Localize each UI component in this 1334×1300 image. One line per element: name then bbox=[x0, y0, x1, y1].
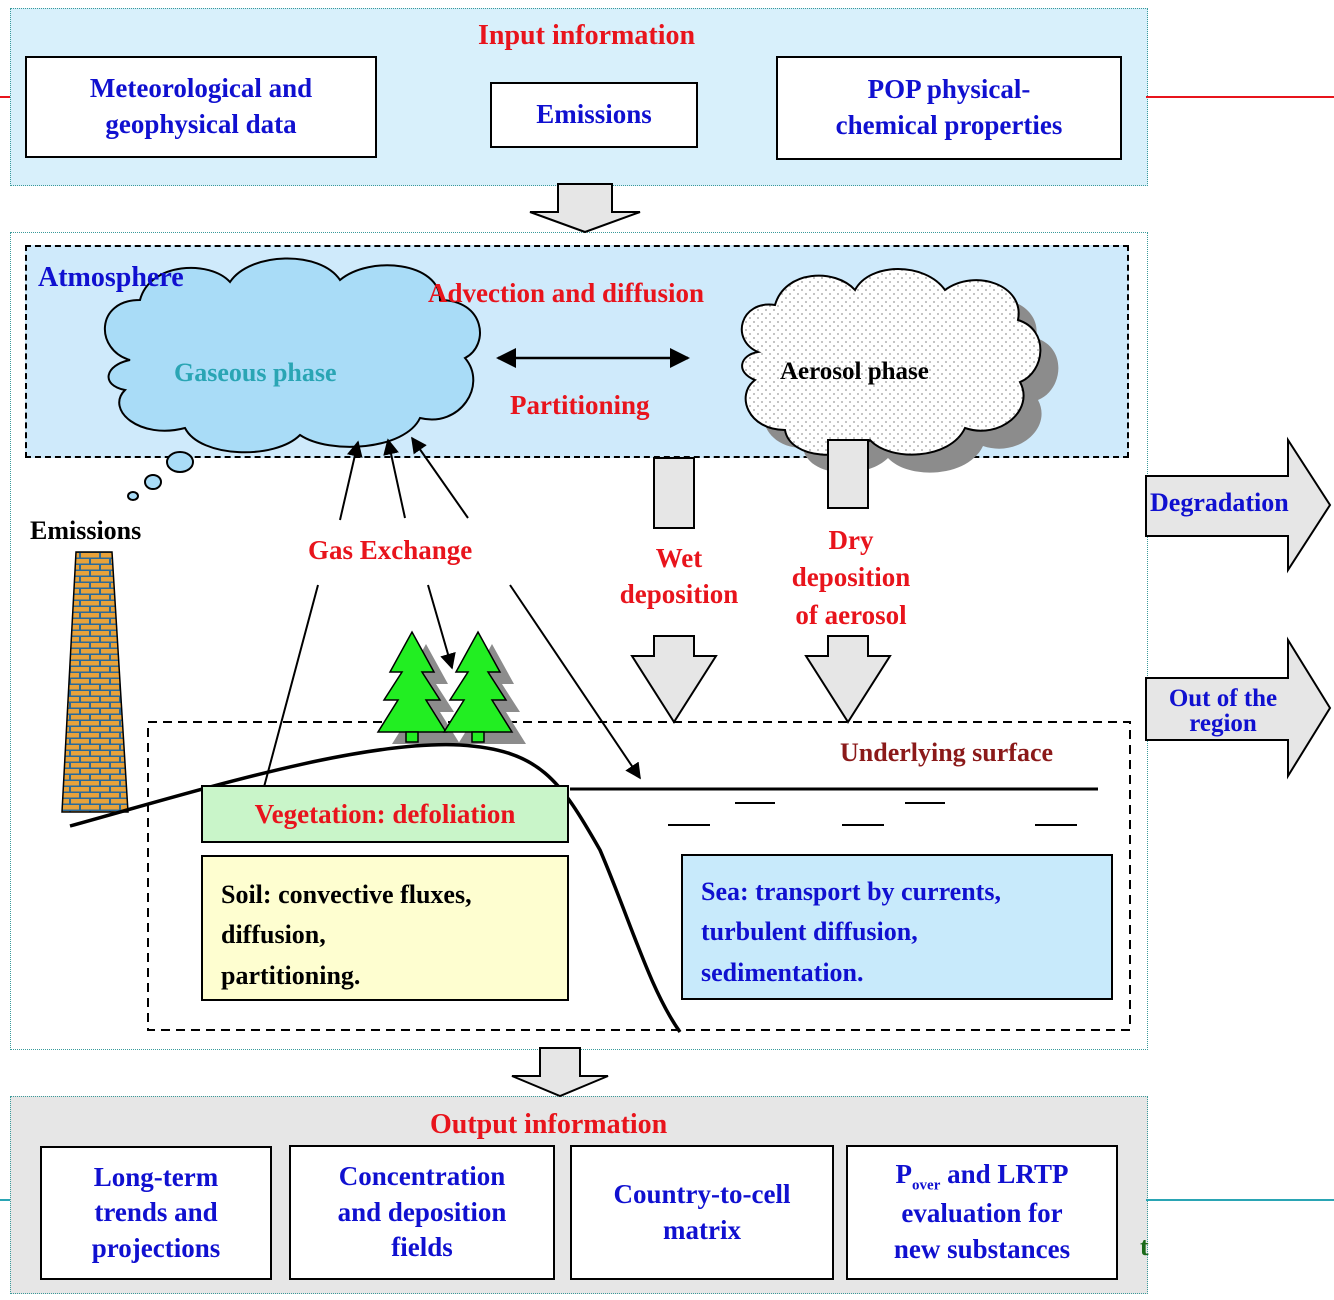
gaseous-cloud bbox=[104, 257, 481, 501]
output-title: Output information bbox=[430, 1109, 668, 1140]
pover-line-1: Pover and LRTP bbox=[895, 1159, 1069, 1194]
pover-line-2: evaluation for bbox=[901, 1198, 1063, 1229]
soil-box: Soil: convective fluxes, diffusion, part… bbox=[201, 855, 569, 1001]
aerosol-phase-label: Aerosol phase bbox=[780, 358, 929, 385]
emissions-label: Emissions bbox=[30, 516, 142, 545]
concentration-fields-box: Concentration and deposition fields bbox=[289, 1145, 555, 1280]
country-to-cell-box: Country-to-cell matrix bbox=[570, 1145, 834, 1280]
input-down-arrow bbox=[529, 183, 641, 234]
vegetation-box: Vegetation: defoliation bbox=[201, 785, 569, 843]
out-of-region-label: Out of the region bbox=[1168, 685, 1278, 737]
gas-exchange-up-arrow-3 bbox=[411, 436, 469, 519]
partitioning-label: Partitioning bbox=[510, 390, 650, 420]
dry-deposition-arrow-top bbox=[827, 439, 869, 509]
wet-deposition-label: Wet deposition bbox=[619, 543, 739, 610]
degradation-label: Degradation bbox=[1150, 488, 1289, 517]
dry-deposition-label: Dry deposition of aerosol bbox=[791, 525, 911, 630]
pover-line-3: new substances bbox=[893, 1234, 1071, 1265]
pover-lrtp-box: Pover and LRTP evaluation for new substa… bbox=[846, 1145, 1118, 1280]
gas-exchange-up-arrow-2 bbox=[383, 438, 406, 519]
sea-box: Sea: transport by currents, turbulent di… bbox=[681, 854, 1113, 1000]
long-term-trends-box: Long-term trends and projections bbox=[40, 1146, 272, 1280]
degradation-arrow bbox=[1145, 436, 1332, 574]
out-of-region-arrow bbox=[1145, 636, 1332, 780]
gas-exchange-label: Gas Exchange bbox=[308, 535, 473, 565]
sea-waves bbox=[668, 802, 1077, 826]
wet-deposition-arrow-top bbox=[653, 457, 695, 529]
gas-exchange-up-arrow-1 bbox=[339, 440, 363, 521]
gas-exchange-down-arrow-2 bbox=[427, 584, 456, 670]
gas-exchange-down-arrow-3 bbox=[509, 584, 641, 780]
emissions-box: Emissions bbox=[490, 82, 698, 148]
gaseous-phase-label: Gaseous phase bbox=[174, 358, 337, 387]
trees bbox=[376, 630, 526, 744]
atmosphere-label: Atmosphere bbox=[38, 262, 184, 293]
aerosol-cloud bbox=[740, 268, 1059, 473]
wet-deposition-arrow-head bbox=[630, 635, 718, 724]
pop-properties-box: POP physical- chemical properties bbox=[776, 56, 1122, 160]
input-title: Input information bbox=[478, 20, 696, 51]
meteo-data-box: Meteorological and geophysical data bbox=[25, 56, 377, 158]
terrain-line bbox=[69, 742, 682, 1034]
output-down-arrow bbox=[511, 1047, 609, 1098]
advection-label: Advection and diffusion bbox=[428, 278, 705, 308]
chimney bbox=[61, 551, 129, 813]
underlying-surface-label: Underlying surface bbox=[840, 738, 1054, 767]
gas-exchange-down-arrow-1 bbox=[255, 584, 319, 804]
dry-deposition-arrow-head bbox=[804, 635, 892, 724]
trailing-char: t bbox=[1140, 1232, 1149, 1261]
